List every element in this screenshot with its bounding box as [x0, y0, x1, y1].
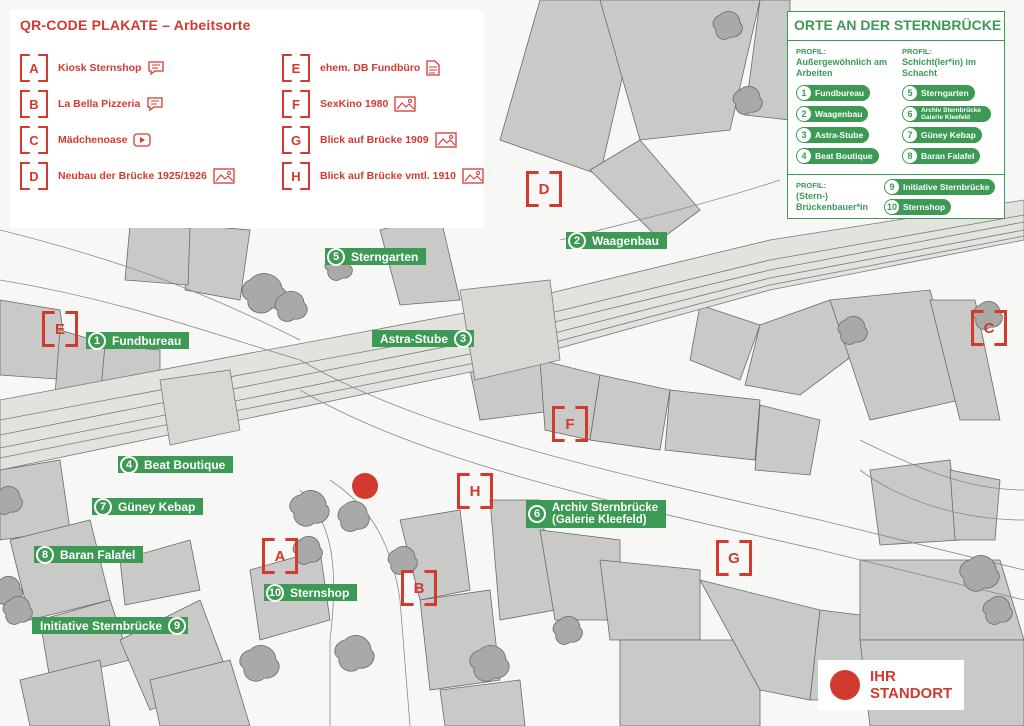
- image-icon: [213, 168, 235, 184]
- qr-legend-item-f[interactable]: F SexKino 1980: [282, 88, 416, 120]
- video-play-icon: [133, 133, 152, 147]
- qr-code-marker-icon: D: [20, 162, 48, 190]
- divider: [788, 40, 1004, 41]
- qr-code-marker-icon: F: [282, 90, 310, 118]
- qr-code-marker-icon: H: [282, 162, 310, 190]
- qr-legend-label: SexKino 1980: [320, 98, 389, 110]
- profile-3: PROFIL: (Stern-) Brückenbauer*in: [796, 181, 869, 212]
- profile-1: PROFIL: Außergewöhnlich am Arbeiten: [796, 47, 888, 78]
- qr-marker-c[interactable]: C: [971, 310, 1007, 346]
- qr-legend-item-e[interactable]: E ehem. DB Fundbüro: [282, 52, 440, 84]
- qr-code-marker-icon: C: [20, 126, 48, 154]
- location-dot-icon: [830, 670, 860, 700]
- qr-marker-a[interactable]: A: [262, 538, 298, 574]
- qr-marker-e[interactable]: E: [42, 311, 78, 347]
- bridge-tracks: [0, 199, 1024, 471]
- qr-legend-label: Blick auf Brücke vmtl. 1910: [320, 170, 456, 182]
- qr-legend-item-g[interactable]: G Blick auf Brücke 1909: [282, 124, 457, 156]
- qr-legend-label: Neubau der Brücke 1925/1926: [58, 170, 207, 182]
- qr-code-marker-icon: B: [20, 90, 48, 118]
- qr-code-marker-icon: A: [20, 54, 48, 82]
- qr-legend-item-b[interactable]: B La Bella Pizzeria: [20, 88, 164, 120]
- image-icon: [462, 168, 484, 184]
- qr-legend-label: Mädchenoase: [58, 134, 128, 146]
- qr-legend-label: Blick auf Brücke 1909: [320, 134, 429, 146]
- image-icon: [434, 132, 457, 148]
- qr-marker-b[interactable]: B: [401, 570, 437, 606]
- qr-legend-panel: QR-CODE PLAKATE – Arbeitsorte A Kiosk St…: [10, 10, 484, 228]
- current-location-marker: [352, 473, 378, 499]
- qr-legend-label: ehem. DB Fundbüro: [320, 62, 421, 74]
- places-legend-panel: ORTE AN DER STERNBRÜCKE PROFIL: Außergew…: [787, 11, 1005, 219]
- divider: [788, 174, 1004, 175]
- qr-marker-d[interactable]: D: [526, 171, 562, 207]
- qr-legend-item-h[interactable]: H Blick auf Brücke vmtl. 1910: [282, 160, 484, 192]
- qr-legend-item-d[interactable]: D Neubau der Brücke 1925/1926: [20, 160, 235, 192]
- qr-legend-item-c[interactable]: C Mädchenoase: [20, 124, 152, 156]
- document-icon: [426, 60, 440, 76]
- speech-bubble-icon: [146, 96, 164, 112]
- qr-legend-item-a[interactable]: A Kiosk Sternshop: [20, 52, 165, 84]
- qr-legend-label: Kiosk Sternshop: [58, 62, 142, 74]
- places-legend-title: ORTE AN DER STERNBRÜCKE: [794, 17, 1002, 33]
- speech-bubble-icon: [147, 60, 165, 76]
- image-icon: [394, 96, 416, 112]
- qr-marker-h[interactable]: H: [457, 473, 493, 509]
- qr-code-marker-icon: G: [282, 126, 310, 154]
- qr-legend-title: QR-CODE PLAKATE – Arbeitsorte: [20, 17, 251, 33]
- qr-legend-label: La Bella Pizzeria: [58, 98, 141, 110]
- qr-marker-g[interactable]: G: [716, 540, 752, 576]
- qr-marker-f[interactable]: F: [552, 406, 588, 442]
- qr-code-marker-icon: E: [282, 54, 310, 82]
- trees: [0, 10, 1013, 682]
- profile-2: PROFIL: Schicht(ler*in) im Schacht: [902, 47, 977, 78]
